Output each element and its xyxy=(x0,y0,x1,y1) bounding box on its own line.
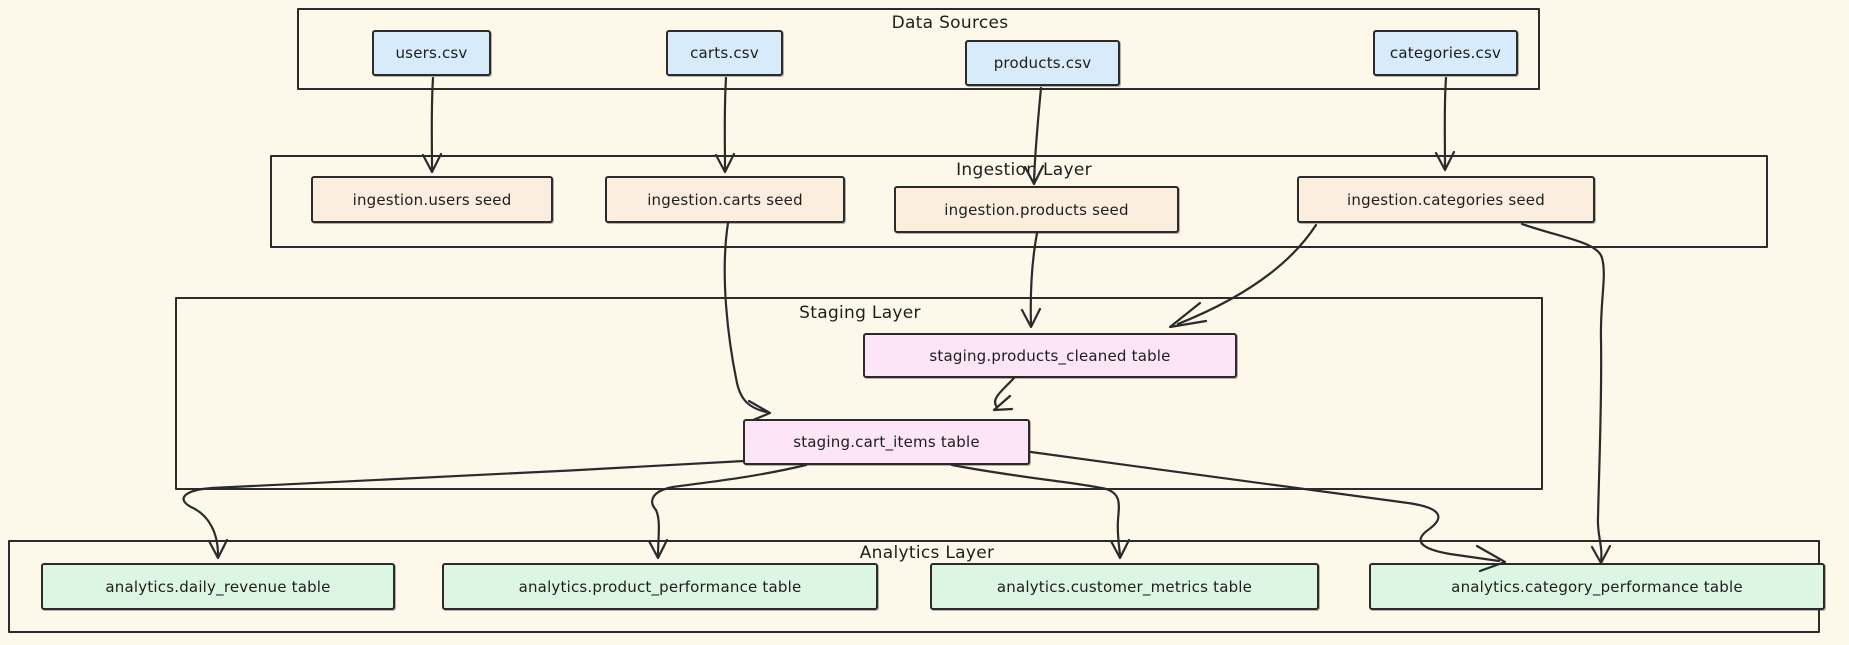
node-staging-cart-items: staging.cart_items table xyxy=(743,419,1030,465)
layer-label-ingestion: Ingestion Layer xyxy=(956,160,1092,180)
node-carts-csv: carts.csv xyxy=(666,30,783,76)
node-staging-products-cleaned: staging.products_cleaned table xyxy=(863,333,1237,378)
node-ingestion-carts-seed: ingestion.carts seed xyxy=(605,176,845,223)
node-analytics-daily-revenue: analytics.daily_revenue table xyxy=(41,563,395,610)
layer-label-analytics: Analytics Layer xyxy=(859,543,995,563)
node-ingestion-users-seed: ingestion.users seed xyxy=(311,176,553,223)
layer-label-data-sources: Data Sources xyxy=(891,13,1009,33)
layer-box-data-sources xyxy=(297,8,1540,90)
node-ingestion-categories-seed: ingestion.categories seed xyxy=(1297,176,1595,223)
layer-label-staging: Staging Layer xyxy=(799,303,921,323)
node-products-csv: products.csv xyxy=(965,40,1120,86)
node-analytics-product-performance: analytics.product_performance table xyxy=(442,563,878,610)
node-users-csv: users.csv xyxy=(372,30,491,76)
node-ingestion-products-seed: ingestion.products seed xyxy=(894,186,1179,233)
node-categories-csv: categories.csv xyxy=(1373,30,1518,76)
layer-box-ingestion xyxy=(270,155,1768,248)
node-analytics-category-performance: analytics.category_performance table xyxy=(1369,563,1825,610)
node-analytics-customer-metrics: analytics.customer_metrics table xyxy=(930,563,1319,610)
